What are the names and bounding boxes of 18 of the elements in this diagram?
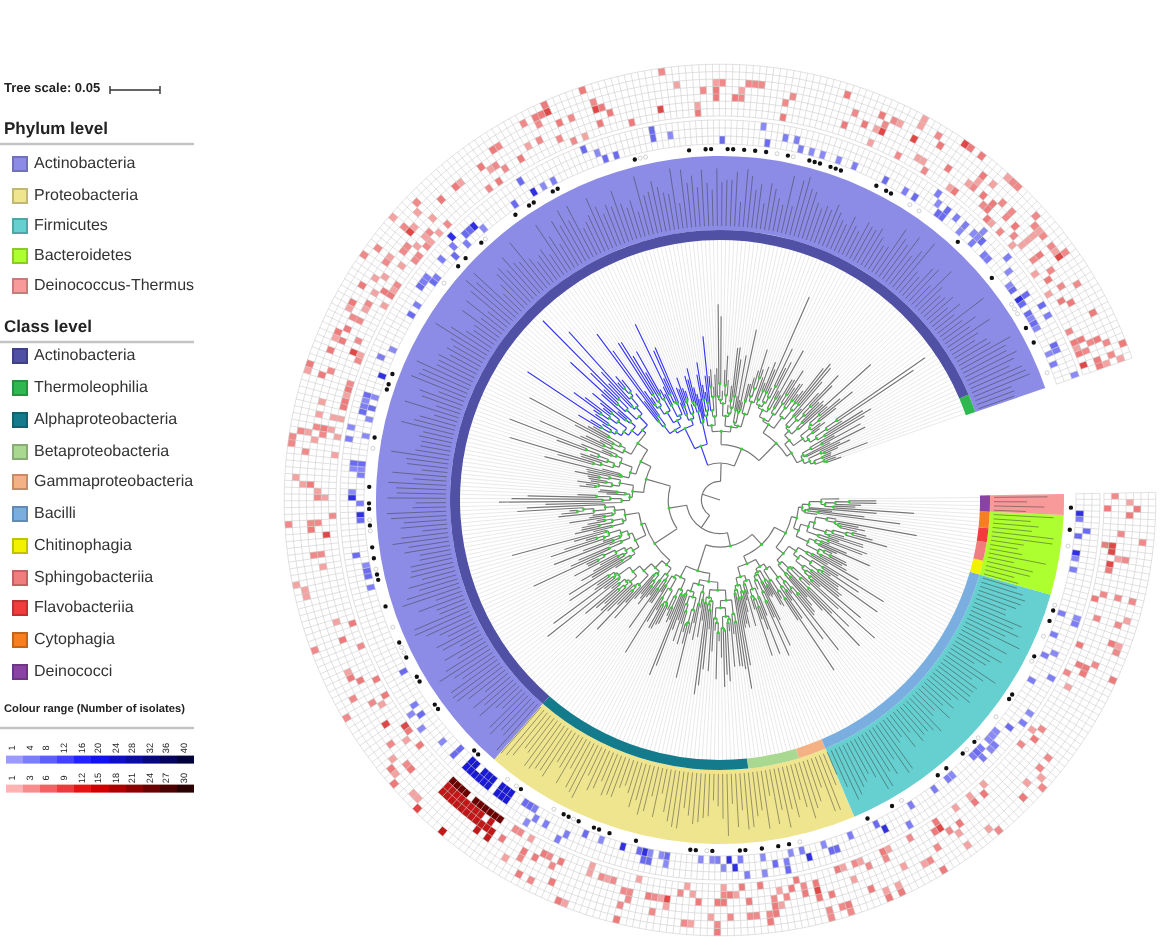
legend-label: Actinobacteria	[34, 348, 136, 365]
legend-label: Deinococcus-Thermus	[34, 278, 195, 295]
legend-label: Sphingobacteriia	[34, 569, 154, 586]
legend-label: Alphaproteobacteria	[34, 411, 178, 428]
legend-heading: Class level	[4, 317, 92, 335]
legend-label: Gammaproteobacteria	[34, 474, 194, 491]
legend-label: Deinococci	[34, 663, 113, 680]
legend-label: Firmicutes	[34, 217, 108, 234]
legend-label: Actinobacteria	[34, 156, 136, 173]
legend-heading: Phylum level	[4, 119, 108, 137]
legend-label: Betaproteobacteria	[34, 443, 170, 460]
legend-label: Proteobacteria	[34, 187, 139, 204]
legend-label: Bacilli	[34, 506, 76, 523]
legend-label: Thermoleophilia	[34, 380, 148, 397]
legend-label: Bacteroidetes	[34, 248, 132, 265]
legend-label: Flavobacteriia	[34, 600, 134, 617]
legend-label: Chitinophagia	[34, 537, 132, 554]
legend-label: Cytophagia	[34, 632, 115, 649]
